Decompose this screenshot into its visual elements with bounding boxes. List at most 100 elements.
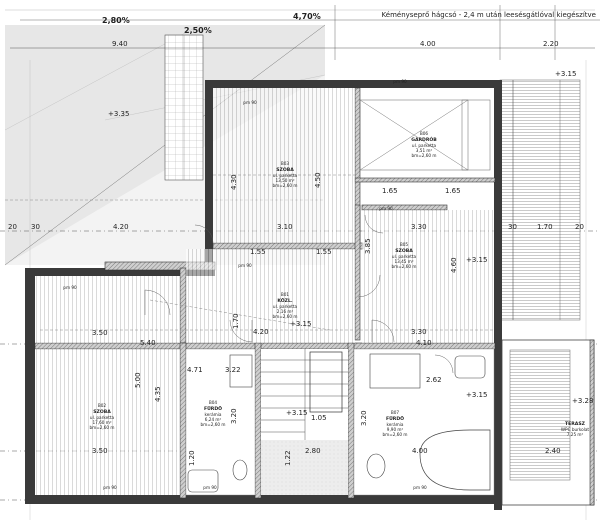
svg-text:bm=2,60 m: bm=2,60 m [412,153,437,158]
svg-text:SZOBA: SZOBA [276,167,294,173]
dim-v-170: 1.70 [232,313,240,329]
top-dimension-lines [5,5,600,60]
dim-v-320: 3.20 [230,408,238,424]
bathroom-b07 [353,348,495,496]
level-roof-left: +3.35 [108,110,129,118]
svg-text:FÜRDŐ: FÜRDŐ [386,415,404,422]
svg-text:B02: B02 [98,403,107,408]
dim-v-385: 3.85 [364,238,372,254]
dashed-lines [40,174,495,331]
svg-text:B06: B06 [420,131,429,136]
right-balcony [499,79,581,321]
svg-text:ul. parketta: ul. parketta [392,254,417,259]
svg-text:pm 90: pm 90 [243,100,257,105]
svg-text:13,45 m²: 13,45 m² [394,259,413,264]
svg-text:kerámia: kerámia [205,412,222,417]
svg-text:9,90 m²: 9,90 m² [387,427,404,432]
svg-text:KÖZL.: KÖZL. [277,297,293,304]
dim-h-420: 4.20 [113,223,129,231]
level-stair-bottom: +3.15 [286,409,307,417]
svg-text:WPC burkolat: WPC burkolat [561,427,590,432]
dim-v-450: 4.50 [314,172,322,188]
dim-v-120: 1.20 [188,450,196,466]
svg-text:pm 90: pm 90 [238,263,252,268]
dim-bot-280: 2.80 [305,447,321,455]
dim-mid-420: 4.20 [253,328,269,336]
svg-text:SZOBA: SZOBA [395,248,413,254]
dim-v-165a: 1.65 [382,187,398,195]
svg-text:3,51 m²: 3,51 m² [416,148,433,153]
slope-label-3: 4,70% [293,12,321,21]
dim-v-322: 3.22 [225,366,241,374]
dim-v-155b: 1.55 [316,248,332,256]
svg-text:B07: B07 [391,410,400,415]
dim-mid-350: 3.50 [92,329,108,337]
svg-text:ul. parketta: ul. parketta [273,304,298,309]
room-label-b07: B07 FÜRDŐ kerámia 9,90 m² bm=2,60 m [383,410,408,437]
chimney-note: Kéményseprő hágcsó - 2,4 m után leesésgá… [382,10,596,19]
dim-v-320b: 3.20 [360,410,368,426]
dim-v-500: 5.00 [134,372,142,388]
svg-text:pm 90: pm 90 [379,206,393,211]
dim-bot-400: 4.00 [412,447,428,455]
dim-v-165b: 1.65 [445,187,461,195]
svg-text:SZOBA: SZOBA [93,409,111,415]
level-center: +3.15 [290,320,311,328]
dim-bot-350: 3.50 [92,447,108,455]
svg-text:bm=2,60 m: bm=2,60 m [273,314,298,319]
svg-text:GARDRÓB: GARDRÓB [411,136,437,143]
dim-v-460: 4.60 [450,257,458,273]
room-label-b03: B03 SZOBA ul. parketta 13,50 m² bm=2,60 … [273,161,298,188]
dim-h-310: 3.10 [277,223,293,231]
dim-mid-540: 5.40 [140,339,156,347]
svg-text:B01: B01 [281,292,290,297]
chimney-ladder [164,34,204,181]
dim-h-170: 1.70 [537,223,553,231]
level-terrace: +3.28 [572,397,593,405]
svg-text:ul. parketta: ul. parketta [412,143,437,148]
svg-text:TERASZ: TERASZ [565,421,586,427]
level-right-top: +3.15 [555,70,576,78]
dim-v-262: 2.62 [426,376,442,384]
dim-v-155a: 1.55 [250,248,266,256]
dim-axis-30: 30 [31,223,40,231]
svg-text:kerámia: kerámia [387,422,404,427]
svg-text:pm 90: pm 90 [203,485,217,490]
dim-v-430: 4.30 [230,174,238,190]
terrace [501,339,595,506]
dim-top-mid: 4.00 [420,40,436,48]
svg-text:bm=2,60 m: bm=2,60 m [273,183,298,188]
svg-text:ul. parketta: ul. parketta [273,173,298,178]
door-swings [144,214,454,374]
svg-text:bm=2,60 m: bm=2,60 m [392,264,417,269]
svg-text:bm=2,60 m: bm=2,60 m [90,425,115,430]
dim-mid-410: 4.10 [416,339,432,347]
svg-text:B04: B04 [209,400,218,405]
dim-v-105: 1.05 [311,414,327,422]
svg-text:B03: B03 [281,161,290,166]
wardrobe-marker [359,99,491,171]
floor-pattern [35,88,494,495]
dim-top-right: 2.20 [543,40,559,48]
dim-v-435: 4.35 [154,386,162,402]
dim-axis-20: 20 [8,223,17,231]
svg-text:bm=2,60 m: bm=2,60 m [201,422,226,427]
svg-text:ul. parketta: ul. parketta [90,415,115,420]
svg-text:pm 90: pm 90 [103,485,117,490]
level-bath: +3.15 [466,391,487,399]
dim-v-471: 4.71 [187,366,203,374]
room-label-b02: B02 SZOBA ul. parketta 17,60 m² bm=2,60 … [90,403,115,430]
dim-axis-right-20: 20 [575,223,584,231]
svg-text:6,24 m²: 6,24 m² [205,417,222,422]
svg-text:17,60 m²: 17,60 m² [92,420,111,425]
dim-mid-330: 3.30 [411,328,427,336]
slope-label-1: 2,80% [102,16,130,25]
slope-label-2: 2,50% [184,26,212,35]
dim-axis-right-30: 30 [508,223,517,231]
room-label-terrace: TERASZ WPC burkolat 7,25 m² [561,421,590,437]
svg-text:7,25 m²: 7,25 m² [567,432,584,437]
svg-text:bm=2,60 m: bm=2,60 m [383,432,408,437]
room-label-b06: B06 GARDRÓB ul. parketta 3,51 m² bm=2,60… [411,131,437,158]
svg-text:pm 90: pm 90 [393,79,407,84]
